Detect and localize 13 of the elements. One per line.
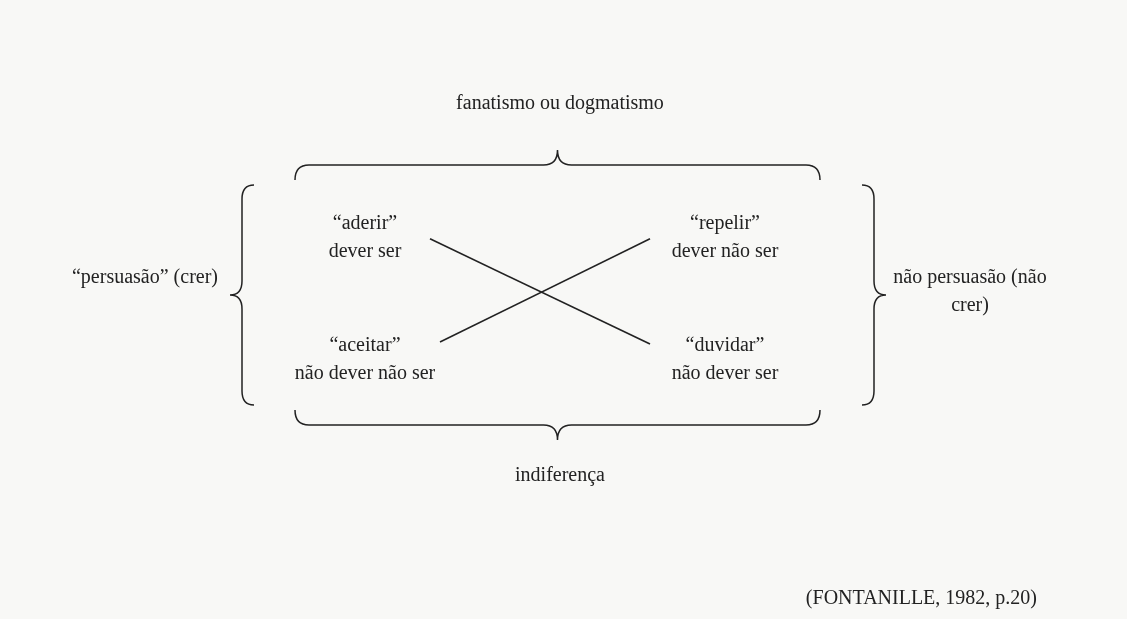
node-text: dever ser xyxy=(328,238,402,263)
brace-label: não persuasão (não crer) xyxy=(892,264,1048,318)
node-title: “duvidar” xyxy=(685,332,765,357)
brace-label: fanatismo ou dogmatismo xyxy=(455,90,665,116)
node-text: não dever ser xyxy=(671,360,779,385)
caption: (FONTANILLE, 1982, p.20) xyxy=(805,585,1037,611)
node-text: dever não ser xyxy=(671,238,779,263)
node-title: “aderir” xyxy=(332,210,398,235)
node-title: “repelir” xyxy=(690,210,760,236)
brace-label: “persuasão” (crer) xyxy=(71,264,219,290)
node-title: “aceitar” xyxy=(329,332,401,357)
brace-label: indiferença xyxy=(514,462,606,488)
node-text: não dever não ser xyxy=(294,360,436,385)
